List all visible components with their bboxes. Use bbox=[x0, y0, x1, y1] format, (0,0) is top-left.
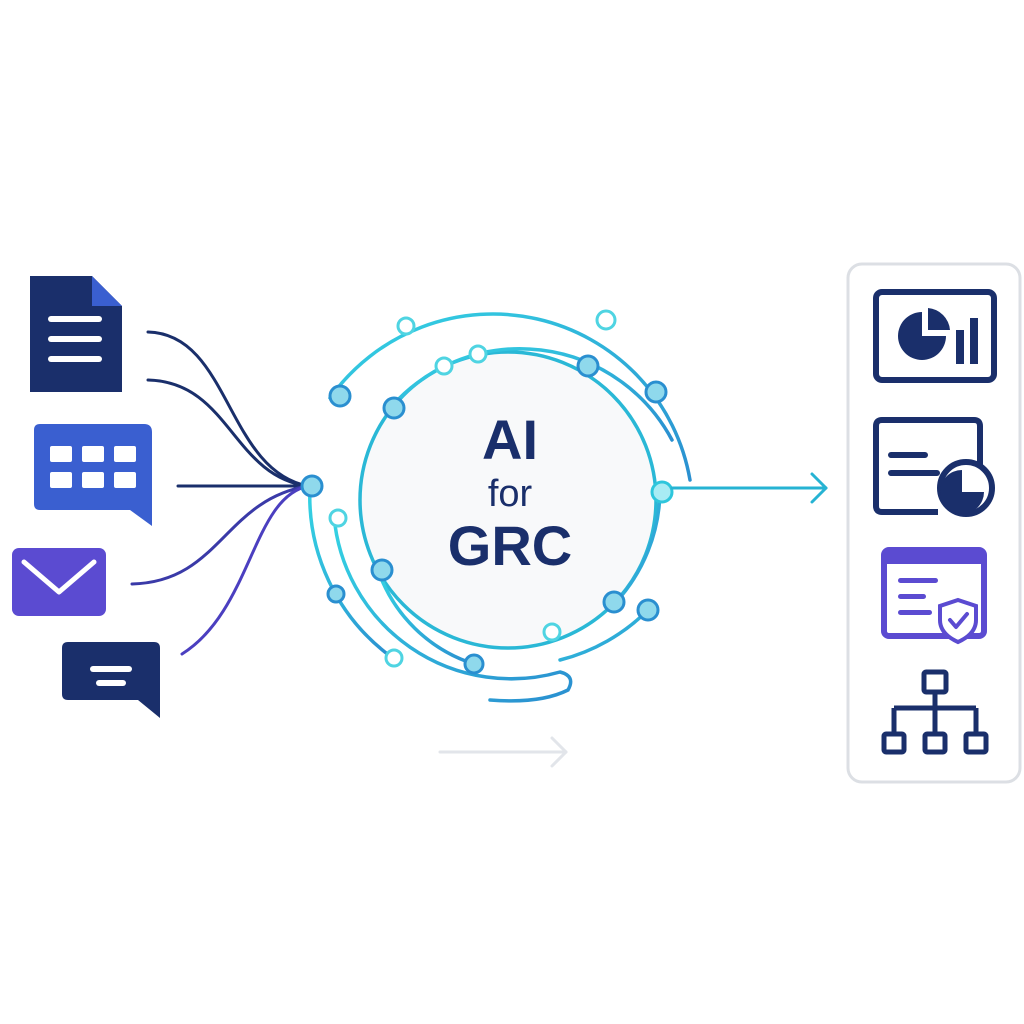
hub-label-line2: for bbox=[487, 473, 533, 515]
report-pie-icon bbox=[873, 417, 995, 517]
open-node bbox=[468, 344, 488, 364]
ring-arc-right bbox=[614, 490, 662, 604]
ring-arc-middle-bottom bbox=[332, 514, 573, 703]
node bbox=[370, 558, 394, 582]
open-node bbox=[542, 622, 562, 642]
hub-rings bbox=[308, 312, 692, 703]
ring-arc-outer-top bbox=[328, 312, 692, 482]
node bbox=[326, 584, 346, 604]
hub-label-line1: AI bbox=[482, 408, 538, 471]
open-node bbox=[595, 309, 617, 331]
compliance-shield-icon bbox=[881, 547, 987, 645]
output-panel bbox=[846, 262, 1022, 784]
spreadsheet-chat-icon bbox=[34, 424, 152, 526]
connector-email bbox=[130, 484, 310, 586]
output-arrow bbox=[670, 472, 828, 504]
node bbox=[300, 474, 324, 498]
hub-nodes bbox=[300, 354, 674, 675]
node bbox=[576, 354, 600, 378]
open-node bbox=[396, 316, 416, 336]
node bbox=[328, 384, 352, 408]
connector-message bbox=[180, 484, 310, 656]
ring-arc-outer-left bbox=[308, 484, 392, 658]
hub-label-line3: GRC bbox=[447, 514, 573, 577]
node bbox=[644, 380, 668, 404]
node bbox=[602, 590, 626, 614]
connector-document-top bbox=[146, 330, 310, 488]
open-node bbox=[384, 648, 404, 668]
dashboard-chart-icon bbox=[873, 289, 997, 383]
email-icon bbox=[12, 548, 106, 616]
node bbox=[463, 653, 485, 675]
open-node bbox=[434, 356, 454, 376]
ring-arc-inner-left bbox=[376, 568, 476, 666]
org-hierarchy-icon bbox=[881, 669, 989, 755]
node bbox=[636, 598, 660, 622]
hub-open-nodes bbox=[328, 309, 617, 668]
ring-arc-middle-top bbox=[390, 347, 674, 442]
message-bubble-icon bbox=[62, 642, 160, 718]
node bbox=[650, 480, 674, 504]
node bbox=[382, 396, 406, 420]
document-icon bbox=[30, 276, 122, 392]
faint-arrow bbox=[438, 736, 568, 768]
input-connectors bbox=[130, 330, 310, 656]
hub-label: AI for GRC bbox=[410, 408, 610, 576]
open-node bbox=[328, 508, 348, 528]
connector-document-bottom bbox=[146, 378, 310, 488]
